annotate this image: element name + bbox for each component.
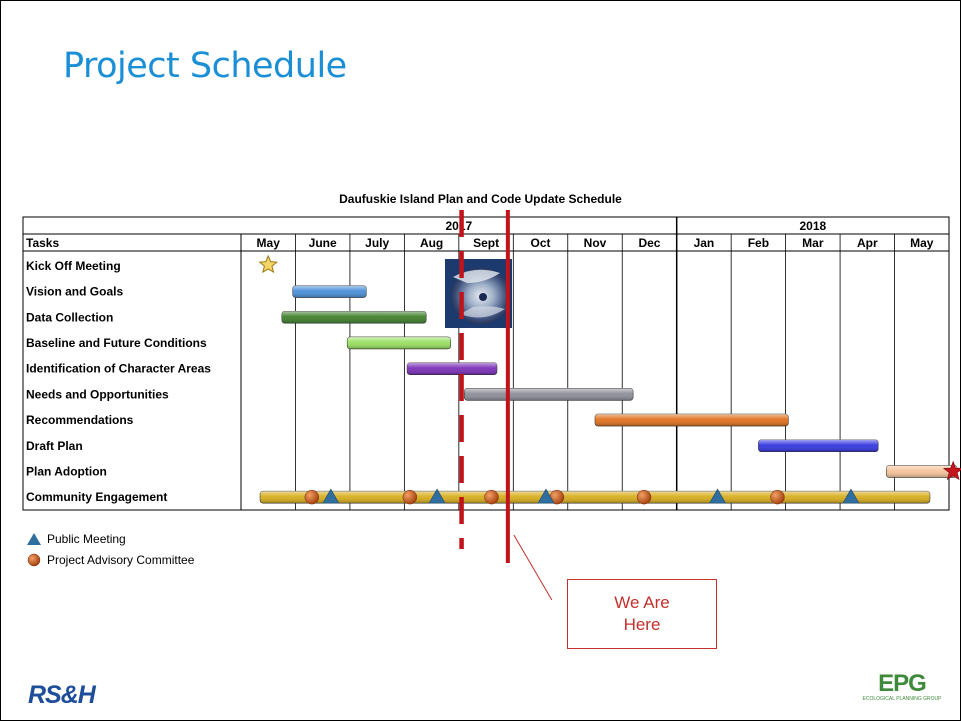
task-label: Recommendations — [26, 413, 134, 427]
month-label: Dec — [638, 236, 660, 250]
task-label: Data Collection — [26, 310, 113, 324]
month-label: Nov — [584, 236, 607, 250]
month-label: May — [910, 236, 934, 250]
month-label: Sept — [473, 236, 499, 250]
task-label: Needs and Opportunities — [26, 387, 169, 401]
month-label: June — [309, 236, 337, 250]
legend-pac: Project Advisory Committee — [26, 553, 194, 567]
pac-meeting-marker — [402, 489, 418, 505]
task-bar-shine — [758, 439, 879, 452]
month-label: Oct — [531, 236, 551, 250]
month-label: Aug — [420, 236, 443, 250]
public-meeting-marker — [709, 488, 727, 504]
task-label: Baseline and Future Conditions — [26, 336, 207, 350]
task-bar-shine — [407, 362, 497, 375]
task-bar-shine — [347, 336, 451, 349]
pac-meeting-marker — [770, 489, 785, 505]
task-bar-shine — [464, 388, 634, 401]
public-meeting-marker — [537, 488, 555, 504]
rsh-logo: RS&H — [28, 681, 96, 709]
month-label: Mar — [802, 236, 824, 250]
triangle-icon — [27, 533, 41, 545]
task-label: Identification of Character Areas — [26, 362, 211, 376]
month-label: July — [365, 236, 389, 250]
task-label: Community Engagement — [26, 490, 167, 504]
callout-pointer — [513, 534, 553, 601]
year-label: 2018 — [799, 219, 826, 233]
month-label: Apr — [857, 236, 878, 250]
callout-line-1: We Are — [614, 593, 670, 612]
task-label: Draft Plan — [26, 439, 83, 453]
circle-icon — [27, 553, 41, 567]
task-bar-shine — [260, 491, 930, 504]
epg-logo: EPG ECOLOGICAL PLANNING GROUP — [862, 672, 942, 710]
task-label: Vision and Goals — [26, 285, 123, 299]
public-meeting-marker — [842, 488, 860, 504]
task-bar-shine — [292, 285, 367, 298]
month-label: Jan — [694, 236, 715, 250]
pac-meeting-marker — [636, 489, 652, 505]
task-bar-shine — [595, 414, 789, 427]
kickoff-star — [258, 254, 279, 274]
hurricane-eye — [479, 293, 487, 301]
legend-public-meeting: Public Meeting — [26, 532, 126, 546]
task-bar-shine — [281, 311, 427, 324]
year-label: 2017 — [445, 219, 472, 233]
epg-logo-sub: ECOLOGICAL PLANNING GROUP — [862, 696, 942, 702]
task-label: Plan Adoption — [26, 464, 107, 478]
epg-logo-mark: EPG — [878, 670, 927, 697]
pac-meeting-marker — [304, 489, 320, 505]
tasks-header: Tasks — [26, 236, 59, 250]
task-bar-shine — [886, 465, 958, 478]
we-are-here-callout: We Are Here — [567, 579, 717, 649]
public-meeting-marker — [428, 488, 446, 504]
chart-title: Daufuskie Island Plan and Code Update Sc… — [339, 192, 622, 206]
legend-label: Project Advisory Committee — [47, 553, 195, 567]
hurricane-band — [453, 269, 500, 283]
pac-meeting-marker — [484, 489, 499, 505]
month-label: Feb — [748, 236, 769, 250]
public-meeting-marker — [322, 488, 340, 504]
slide-title: Project Schedule — [63, 46, 347, 86]
adoption-star — [942, 460, 961, 481]
hurricane-band — [460, 306, 505, 318]
task-label: Kick Off Meeting — [26, 259, 121, 273]
month-label: May — [257, 236, 281, 250]
legend-label: Public Meeting — [47, 532, 126, 546]
callout-line-2: Here — [623, 615, 661, 634]
